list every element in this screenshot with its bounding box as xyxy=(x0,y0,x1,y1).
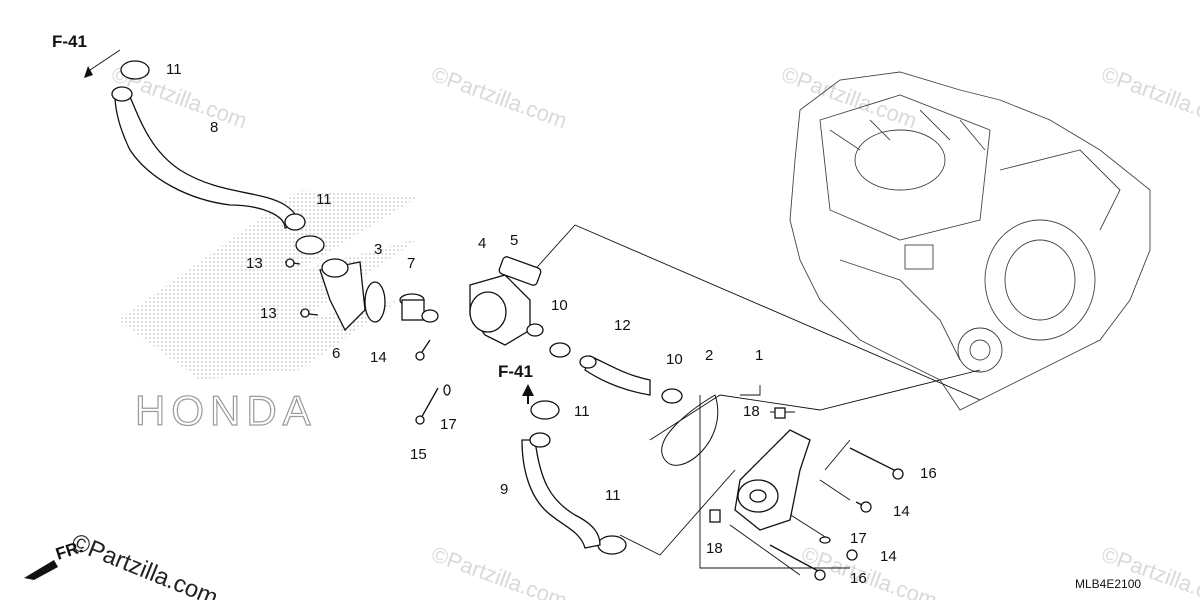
callout-14: 14 xyxy=(893,503,910,520)
callout-17: 17 xyxy=(850,530,867,547)
clamp-small xyxy=(661,388,683,404)
ref-f41-top: F-41 xyxy=(52,32,87,51)
callout-12: 12 xyxy=(614,317,631,334)
callout-11: 11 xyxy=(166,61,182,78)
callout-2: 2 xyxy=(705,347,713,364)
callout-3: 3 xyxy=(374,241,382,258)
bolts xyxy=(284,258,904,581)
callout-9: 9 xyxy=(500,481,508,498)
hose-upper xyxy=(111,86,306,231)
hose-clamp xyxy=(120,60,627,555)
callout-1: 1 xyxy=(755,347,763,364)
callout-5: 5 xyxy=(510,232,518,249)
callout-14: 14 xyxy=(370,349,387,366)
callout-10: 10 xyxy=(551,297,568,314)
watermark-bottom-left: ©Partzilla.com xyxy=(68,529,222,600)
callout-4: 4 xyxy=(478,235,486,252)
ref-f41-middle: F-41 xyxy=(498,362,533,381)
callout-13: 13 xyxy=(260,305,277,322)
callout-10: 10 xyxy=(666,351,683,368)
gasket xyxy=(498,256,542,286)
callout-11: 11 xyxy=(574,403,590,420)
thermostat-cover xyxy=(319,258,366,332)
ref-front: FR. xyxy=(53,537,85,564)
water-pump xyxy=(709,407,811,531)
watermark: ©Partzilla.com xyxy=(1098,541,1200,600)
arrow-up-icon xyxy=(522,384,534,396)
callout-11: 11 xyxy=(605,487,621,504)
clamp-small xyxy=(549,342,571,358)
callout-6: 6 xyxy=(332,345,340,362)
watermark: ©Partzilla.com xyxy=(428,61,570,133)
thermostat xyxy=(399,293,439,323)
arrow-icon xyxy=(84,66,93,78)
callout-8: 8 xyxy=(210,119,218,136)
o-ring xyxy=(364,281,386,323)
callout-17: 17 xyxy=(440,416,457,433)
watermark: ©Partzilla.com xyxy=(428,541,570,600)
callout-13: 13 xyxy=(246,255,263,272)
callout-7: 7 xyxy=(407,255,415,272)
callout-16: 16 xyxy=(850,570,867,587)
leader-lines xyxy=(89,49,981,576)
callout-16: 16 xyxy=(920,465,937,482)
honda-wing-logo: HONDA xyxy=(118,190,420,435)
callout-11: 11 xyxy=(316,191,332,208)
callout-18: 18 xyxy=(743,403,760,420)
hose-small xyxy=(579,355,651,396)
callout-18: 18 xyxy=(706,540,723,557)
callout-14: 14 xyxy=(880,548,897,565)
callout-15: 15 xyxy=(410,446,427,463)
front-arrow-icon xyxy=(24,560,58,580)
hose-lower xyxy=(521,432,601,549)
engine-assembly xyxy=(789,71,1151,411)
honda-brand-text: HONDA xyxy=(135,387,317,434)
watermark: ©Partzilla.com xyxy=(1098,61,1200,133)
pump-gasket xyxy=(661,394,719,466)
diagram-code: MLB4E2100 xyxy=(1075,577,1141,591)
callouts: 1 2 3 4 5 6 7 8 9 10 10 11 11 11 11 12 1… xyxy=(166,61,937,587)
thermostat-housing xyxy=(469,274,544,346)
